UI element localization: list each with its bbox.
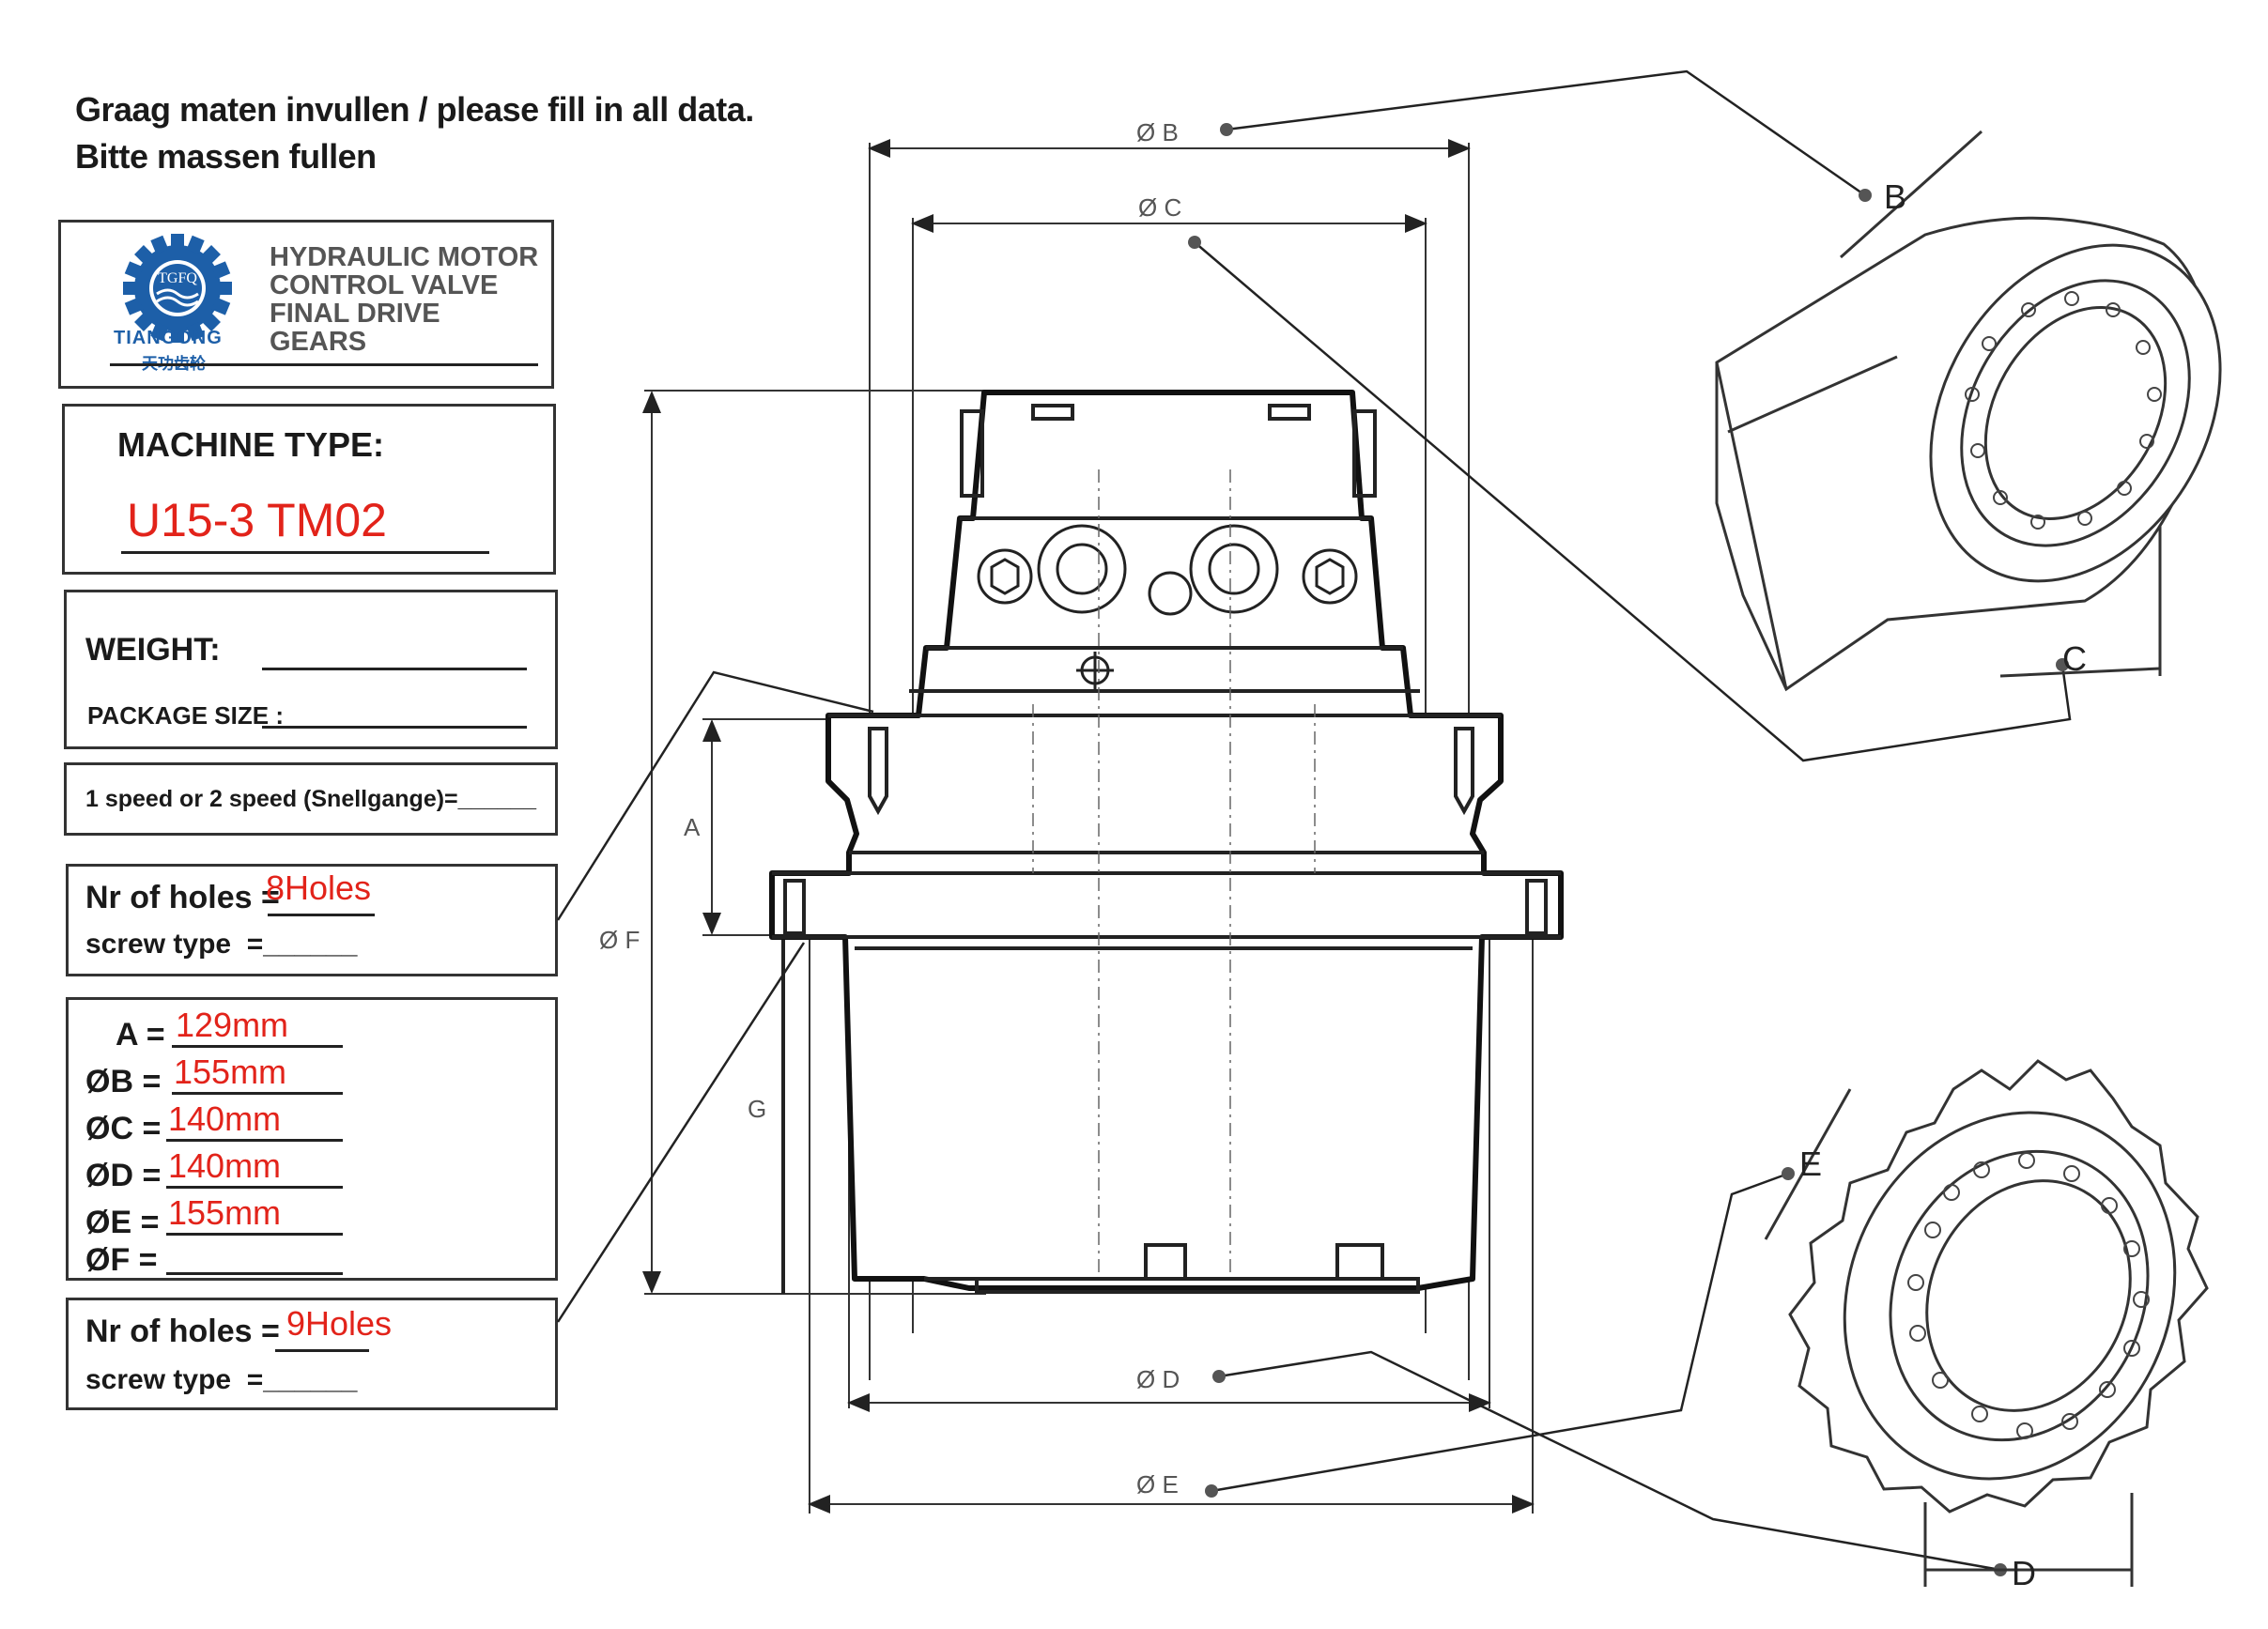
dimension-label-a: A =: [116, 1017, 165, 1053]
label-dia-c: Ø C: [1138, 193, 1181, 222]
logo-box: TGFQ TIANGONG 天功齿轮 HYDRAULIC MOTOR CONTR…: [58, 220, 554, 389]
dimension-value-e[interactable]: 155mm: [168, 1193, 282, 1232]
logo-line-hydraulic-motor: HYDRAULIC MOTOR: [270, 242, 539, 272]
hub-sketch: [1715, 130, 2222, 692]
callout-c: C: [2062, 639, 2087, 678]
dimension-underline-d: [166, 1186, 343, 1189]
callout-e: E: [1799, 1145, 1822, 1183]
dimension-underline-e: [166, 1233, 343, 1236]
valve-ports: [977, 524, 1358, 689]
machine-type-underline: [121, 551, 489, 554]
logo-product-list: HYDRAULIC MOTOR CONTROL VALVE FINAL DRIV…: [270, 243, 538, 356]
holes-bottom-value[interactable]: 9Holes: [286, 1304, 393, 1343]
dimension-value-d[interactable]: 140mm: [168, 1146, 282, 1185]
dimension-value-a[interactable]: 129mm: [176, 1006, 289, 1044]
final-drive-motor: [769, 390, 1564, 1291]
sprocket-bolt-holes: [1907, 1152, 2150, 1439]
svg-text:TGFQ: TGFQ: [158, 270, 197, 286]
package-size-label: PACKAGE SIZE :: [87, 701, 284, 730]
dimension-underline-b: [172, 1092, 343, 1095]
holes-top-value[interactable]: 8Holes: [266, 868, 372, 907]
label-dia-d: Ø D: [1136, 1365, 1180, 1393]
dimension-label-f: ØF =: [85, 1242, 158, 1278]
logo-underline: [110, 363, 538, 366]
instruction-line-1: Graag maten invullen / please fill in al…: [75, 90, 754, 129]
dimension-label-d: ØD =: [85, 1158, 162, 1193]
dimension-arrows: [642, 139, 1535, 1514]
holes-bottom-label: Nr of holes =: [85, 1314, 280, 1349]
speed-label: 1 speed or 2 speed (Snellgange)=______: [85, 786, 537, 812]
callout-b: B: [1884, 177, 1906, 216]
machine-type-value[interactable]: U15-3 TM02: [127, 494, 387, 546]
sprocket-sketch: [1764, 1059, 2209, 1587]
dimension-underline-a: [172, 1045, 343, 1048]
weight-label: WEIGHT:: [85, 632, 221, 668]
screw-type-top-label: screw type =______: [85, 929, 358, 960]
hub-bolt-holes: [1965, 291, 2162, 530]
weight-field[interactable]: [262, 668, 527, 670]
dimension-value-b[interactable]: 155mm: [174, 1053, 287, 1091]
motor-detail-lines: [772, 404, 1561, 1294]
label-dia-b: Ø B: [1136, 118, 1179, 146]
dimension-underline-f: [166, 1272, 343, 1275]
holes-bottom-box: Nr of holes = 9Holes screw type =______: [66, 1298, 558, 1410]
screw-type-bottom-label: screw type =______: [85, 1364, 358, 1395]
gear-logo-icon: TGFQ: [123, 234, 232, 343]
dimension-label-c: ØC =: [85, 1111, 162, 1146]
weight-box: WEIGHT: PACKAGE SIZE :: [64, 590, 558, 749]
centerlines: [1032, 469, 1316, 1277]
logo-brand-en: TIANGONG: [114, 328, 223, 348]
leader-dots: [1188, 123, 2069, 1576]
label-g: G: [748, 1095, 766, 1123]
label-a: A: [684, 813, 701, 841]
leader-lines: [556, 69, 2072, 1572]
logo-line-control-valve: CONTROL VALVE: [270, 270, 499, 300]
holes-bottom-underline: [275, 1349, 369, 1352]
dimensions-box: A = 129mm ØB = 155mm ØC = 140mm ØD = 140…: [66, 997, 558, 1281]
speed-box: 1 speed or 2 speed (Snellgange)=______: [64, 762, 558, 836]
label-dia-f: Ø F: [599, 926, 640, 954]
machine-type-label: MACHINE TYPE:: [117, 425, 385, 464]
dimension-label-e: ØE =: [85, 1205, 160, 1240]
dimension-value-c[interactable]: 140mm: [168, 1099, 282, 1138]
dimension-label-b: ØB =: [85, 1064, 162, 1099]
holes-top-box: Nr of holes = 8Holes screw type =______: [66, 864, 558, 976]
instruction-line-2: Bitte massen fullen: [75, 137, 377, 176]
package-size-field[interactable]: [262, 726, 527, 729]
holes-top-underline: [268, 914, 375, 916]
logo-line-final-drive: FINAL DRIVE: [270, 299, 440, 329]
holes-top-label: Nr of holes =: [85, 880, 280, 915]
machine-type-box: MACHINE TYPE: U15-3 TM02: [62, 404, 556, 575]
dimension-underline-c: [166, 1139, 343, 1142]
callout-d: D: [2012, 1554, 2036, 1592]
label-dia-e: Ø E: [1136, 1470, 1179, 1498]
logo-line-gears: GEARS: [270, 327, 367, 357]
